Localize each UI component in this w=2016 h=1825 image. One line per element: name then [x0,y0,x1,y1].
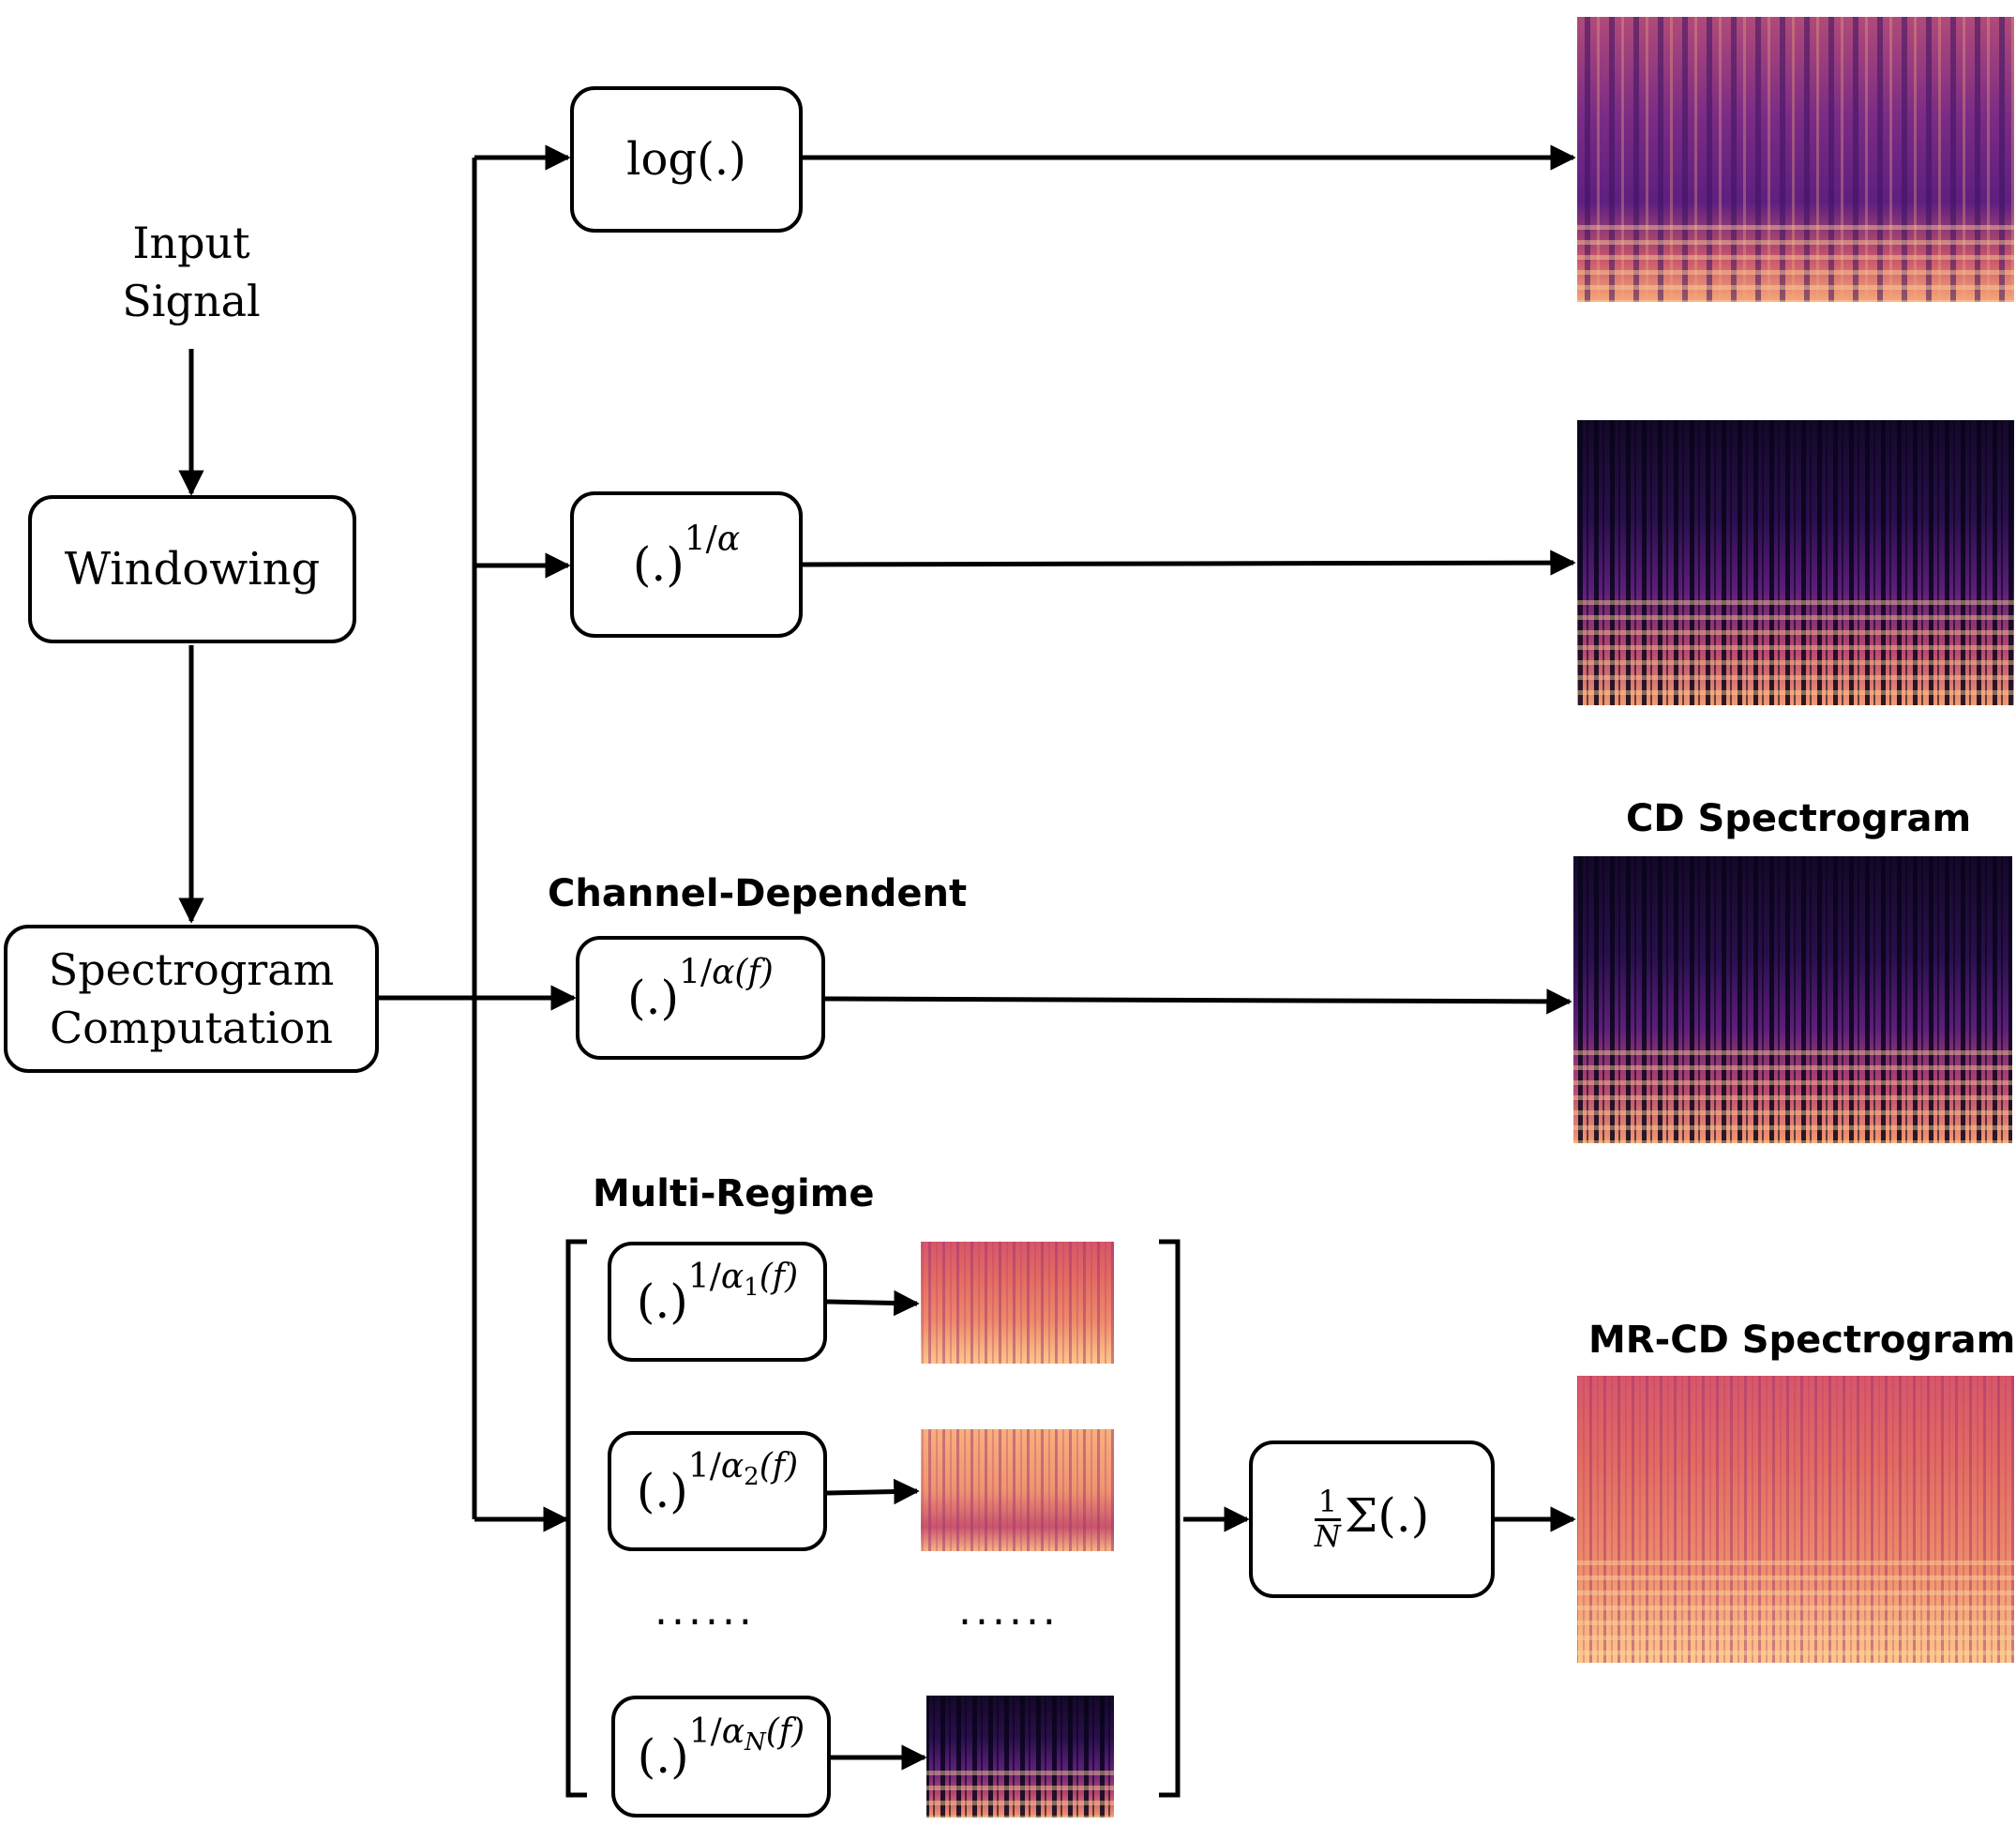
spectrogram-log [1577,17,2014,302]
power-formula: (.)1/α [632,520,741,592]
regime-N-formula: (.)1/αN(f) [637,1712,805,1784]
multi-regime-title: Multi-Regime [593,1172,875,1215]
mrcd-spectrogram-title: MR-CD Spectrogram [1588,1319,2016,1362]
spectrogram-power [1577,420,2014,705]
spectrogram-computation-label: Spectrogram Computation [48,944,335,1053]
regime2-arrow [826,1478,920,1505]
windowing-label: Windowing [64,543,321,596]
cd-power-formula: (.)1/α(f) [627,953,774,1025]
spectrogram-regime-N [926,1696,1114,1817]
windowing-box: Windowing [28,495,356,643]
spectrogram-computation-box: Spectrogram Computation [4,925,379,1073]
power-to-output-arrow [802,550,1576,576]
ellipsis-boxes: ...... [654,1587,756,1635]
regime-N-box: (.)1/αN(f) [611,1696,831,1817]
channel-dependent-title: Channel-Dependent [548,872,968,915]
connectors [178,144,1576,1798]
spectrogram-regime-1 [921,1242,1114,1364]
log-label: log(.) [626,133,746,186]
cd-spectrogram-title: CD Spectrogram [1626,797,1972,840]
ellipsis-spectrograms: ...... [958,1587,1060,1635]
right-bracket [1159,1239,1181,1798]
regime-2-box: (.)1/α2(f) [608,1431,827,1551]
spectrogram-cd [1573,856,2012,1143]
power-box: (.)1/α [570,491,803,638]
regime-1-formula: (.)1/α1(f) [636,1257,799,1329]
left-bracket [565,1239,587,1798]
input-signal-label: Input Signal [122,218,261,326]
spectrogram-regime-2 [921,1429,1114,1551]
regime-2-formula: (.)1/α2(f) [636,1446,799,1518]
cd-power-box: (.)1/α(f) [576,936,825,1060]
log-box: log(.) [570,86,803,233]
spectrogram-mrcd [1577,1376,2014,1663]
regime-1-box: (.)1/α1(f) [608,1242,827,1362]
regime1-arrow [826,1290,920,1317]
cd-to-output-arrow [824,988,1572,1015]
